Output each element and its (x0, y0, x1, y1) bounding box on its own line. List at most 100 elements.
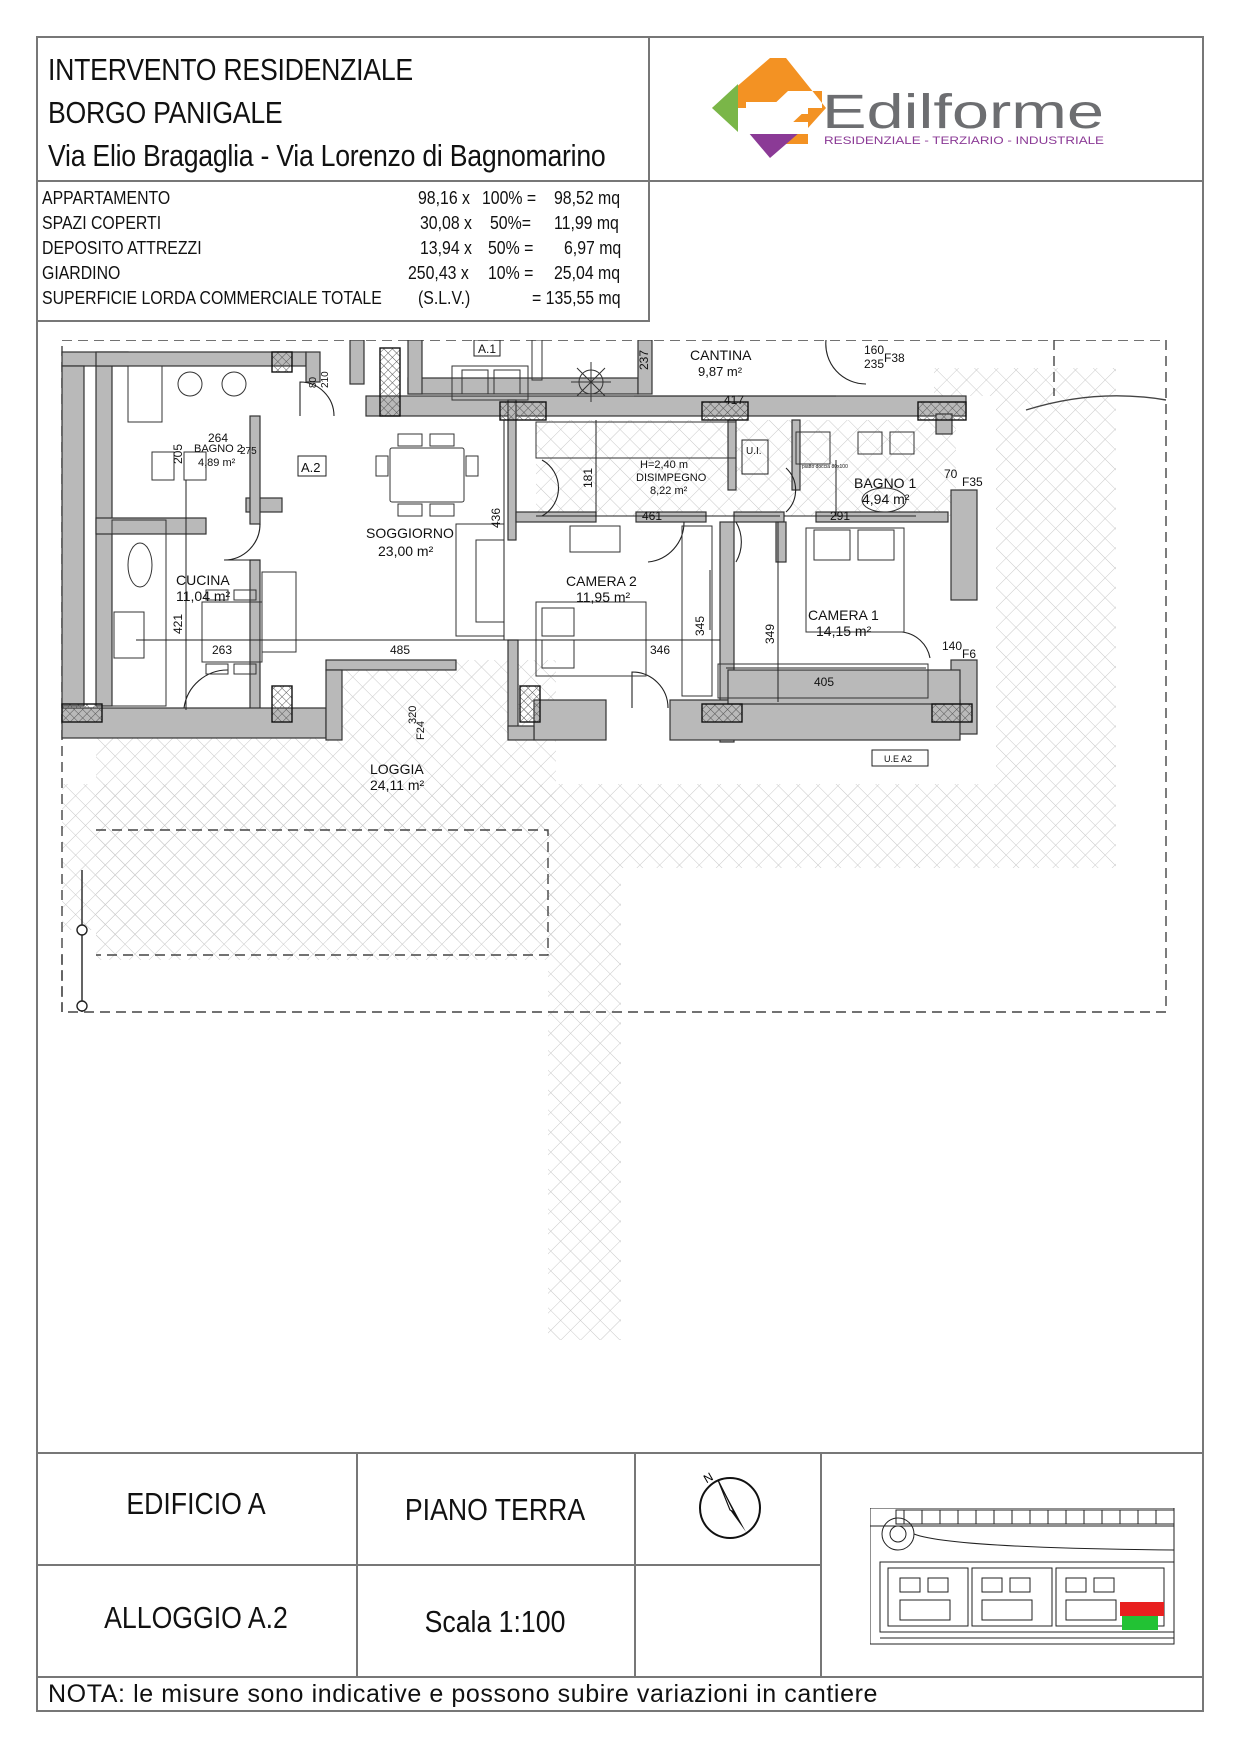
room-disimpegno-area: 8,22 m² (650, 485, 688, 497)
dim-181-a: 181 (581, 468, 595, 488)
floor-plan: A.1 A.2 CANTINA 9,87 m² BAGNO 2 4,89 m² … (61, 340, 1167, 1340)
furniture (111, 340, 929, 707)
dim-237: 237 (637, 350, 651, 370)
dim-320: 320 (407, 706, 419, 724)
columns (61, 347, 973, 723)
area-label: SPAZI COPERTI (42, 213, 162, 233)
dimension-lines (136, 395, 926, 710)
dim-275: 275 (240, 446, 257, 457)
area-row-spazi-coperti: SPAZI COPERTI 30,08 x 50%= 11,99 mq (42, 213, 634, 238)
dim-140: 140 (942, 639, 962, 653)
room-bagno2-name: BAGNO 2 (194, 443, 243, 455)
area-result: = 135,55 mq (532, 288, 621, 308)
room-camera2-name: CAMERA 2 (566, 573, 637, 589)
room-camera1-name: CAMERA 1 (808, 607, 879, 623)
area-pct: 100% = (482, 188, 537, 208)
plot-boundary (61, 340, 1167, 1013)
area-value: 30,08 x (420, 213, 472, 233)
room-loggia-name: LOGGIA (370, 761, 424, 777)
logo-green-shape (712, 84, 738, 132)
area-row-totale: SUPERFICIE LORDA COMMERCIALE TOTALE (S.L… (42, 288, 634, 313)
room-cucina-area: 11,04 m² (176, 588, 231, 604)
dim-485: 485 (390, 643, 410, 657)
area-pct: 50%= (490, 213, 531, 233)
ui-label: U.I. (746, 446, 762, 457)
area-row-appartamento: APPARTAMENTO 98,16 x 100% = 98,52 mq (42, 188, 634, 213)
footer-note-divider (36, 1676, 1204, 1678)
room-loggia-area: 24,11 m² (370, 777, 425, 793)
disclaimer-note: NOTA: le misure sono indicative e posson… (48, 1680, 879, 1708)
project-title-1: INTERVENTO RESIDENZIALE (48, 52, 413, 87)
area-value: 98,16 x (418, 188, 470, 208)
dim-f38: F38 (884, 351, 905, 365)
dim-346: 346 (650, 643, 670, 657)
edilforme-logo: Edilforme RESIDENZIALE - TERZIARIO - IND… (712, 58, 1104, 158)
logo-name: Edilforme (822, 86, 1104, 139)
room-camera2-area: 11,95 m² (576, 589, 631, 605)
dim-345: 345 (693, 616, 707, 636)
walls (61, 340, 978, 743)
unit-label: ALLOGGIO A.2 (104, 1600, 288, 1635)
logo-white-bar-bottom (746, 122, 808, 134)
dim-291: 291 (830, 509, 850, 523)
room-bagno1-area: 4,94 m² (862, 491, 910, 507)
north-arrow-icon: N (699, 1470, 761, 1539)
dim-235: 235 (864, 357, 884, 371)
plant-icon (571, 362, 611, 402)
garden-posts (76, 870, 88, 1012)
unit-tags (297, 340, 929, 767)
dim-264: 264 (208, 431, 228, 445)
garden-hatch (62, 368, 1116, 1340)
areas-bottom-divider (36, 320, 650, 322)
room-disimpegno-name: DISIMPEGNO (636, 472, 707, 484)
area-result: 6,97 mq (564, 238, 622, 258)
dim-70: 70 (944, 467, 958, 481)
room-soggiorno-area: 23,00 m² (378, 543, 434, 559)
selected-garden-marker (1122, 1616, 1158, 1630)
dim-461: 461 (642, 509, 662, 523)
unit-label-a1: A.1 (478, 342, 496, 356)
footer-top-divider (36, 1452, 1204, 1454)
dim-405: 405 (814, 675, 834, 689)
area-label: DEPOSITO ATTREZZI (42, 238, 202, 258)
area-value: 13,94 x (420, 238, 472, 258)
area-row-giardino: GIARDINO 250,43 x 10% = 25,04 mq (42, 263, 634, 288)
dim-160: 160 (864, 343, 884, 357)
area-result: 98,52 mq (554, 188, 621, 208)
room-bagno2-area: 4,89 m² (198, 457, 236, 469)
drawing-frame (36, 36, 1204, 1712)
logo-tagline: RESIDENZIALE - TERZIARIO - INDUSTRIALE (824, 135, 1104, 147)
disimpegno-hatch (536, 420, 956, 516)
dim-f35: F35 (962, 475, 983, 489)
area-pct: 50% = (488, 238, 534, 258)
dim-417: 417 (724, 393, 744, 407)
dim-349: 349 (763, 624, 777, 644)
logo-white-bar-top (746, 102, 808, 114)
site-curve (1025, 395, 1167, 411)
area-value: (S.L.V.) (418, 288, 471, 308)
dim-210-a: 210 (320, 371, 331, 388)
area-pct: 10% = (488, 263, 534, 283)
room-cantina-area: 9,87 m² (698, 364, 743, 379)
scale-label: Scala 1:100 (424, 1604, 566, 1639)
area-value: 250,43 x (408, 263, 469, 283)
header-vertical-divider (648, 36, 650, 322)
logo-purple-shape (748, 132, 800, 158)
floor-label: PIANO TERRA (404, 1492, 586, 1527)
project-address: Via Elio Bragaglia - Via Lorenzo di Bagn… (48, 138, 606, 173)
project-title-2: BORGO PANIGALE (48, 95, 283, 130)
room-soggiorno-name: SOGGIORNO (366, 525, 454, 541)
footer-vline-2 (634, 1452, 636, 1676)
unit-label-a2: A.2 (301, 460, 321, 475)
footer-mid-divider (36, 1564, 822, 1566)
area-result: 25,04 mq (554, 263, 621, 283)
header-divider (36, 180, 1204, 182)
area-label: SUPERFICIE LORDA COMMERCIALE TOTALE (42, 288, 382, 308)
selected-unit-marker (1120, 1602, 1164, 1616)
footer-vline-3 (820, 1452, 822, 1676)
doors (183, 340, 931, 709)
area-label: APPARTAMENTO (42, 188, 171, 208)
ue-label: U.E A2 (884, 754, 912, 764)
dim-f24: F24 (415, 721, 427, 740)
dim-f6: F6 (962, 647, 976, 661)
